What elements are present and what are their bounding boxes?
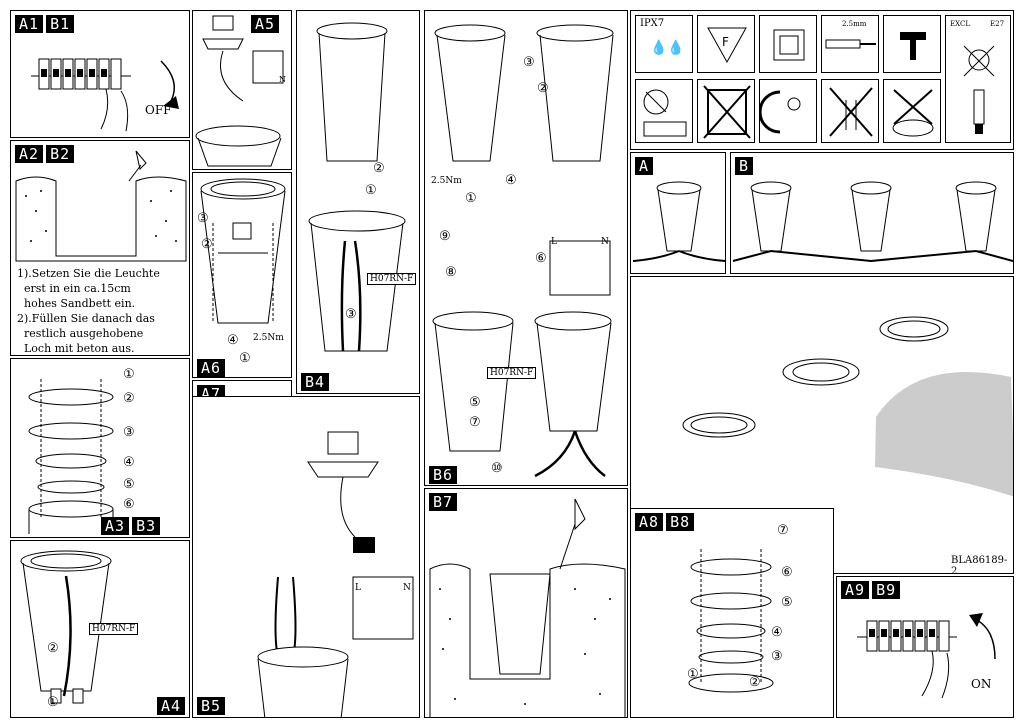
step-tag: A4 <box>157 697 186 715</box>
exploded-lid-illustration <box>28 379 114 534</box>
step-tag: B7 <box>429 493 458 511</box>
step-b6: ③ ② 2.5Nm ④ ① ⑨ ⑧ ⑥ L N H07RN-F ⑤ ⑦ ⑩ B6 <box>424 10 628 486</box>
safety-symbols: IPX7 💧💧 F 2.5mm EXCL E27 <box>630 10 1014 150</box>
on-label: ON <box>971 677 992 691</box>
lamp-wiring-illustration <box>195 15 284 167</box>
document-code: BLA86189-2 <box>951 555 1008 574</box>
step-b7: B7 <box>424 488 628 718</box>
chain-lamps-illustration <box>732 181 1013 263</box>
concrete-fill-illustration <box>429 498 626 717</box>
svg-text:F: F <box>722 35 729 49</box>
step-tag: B <box>735 157 754 175</box>
breaker-on-illustration <box>857 613 996 699</box>
no-covering-icon <box>883 79 941 143</box>
hammer-icon <box>883 15 941 73</box>
lid-assembly-illustration <box>688 549 774 693</box>
dig-hole-illustration <box>15 150 187 262</box>
body-cable-illustration <box>308 22 406 352</box>
step-tag: B5 <box>197 697 226 715</box>
step-tag: A <box>635 157 654 175</box>
no-touch-icon <box>635 79 693 143</box>
layout-a: A <box>630 152 726 274</box>
step-a6: ③ ② ④ 2.5Nm ① A6 <box>192 172 292 378</box>
step-a4: H07RN-F ② ① A4 <box>10 540 190 718</box>
lamp-mount-illustration <box>200 178 286 324</box>
step-tag: A6 <box>197 359 226 377</box>
step-b4: ② ① H07RN-F ③ B4 <box>296 10 420 394</box>
light-direction-icon <box>759 79 817 143</box>
installation-instructions: 1).Setzen Sie die Leuchte erst in ein ca… <box>17 267 160 355</box>
breaker-panel-illustration <box>31 58 179 132</box>
class-ii-icon <box>759 15 817 73</box>
f-mark-icon: F <box>697 15 755 73</box>
step-b5: L N B5 <box>192 396 420 718</box>
cable-type-label: H07RN-F <box>367 273 417 285</box>
cable-type-label: H07RN-F <box>487 367 537 379</box>
torque-label: 2.5Nm <box>431 176 462 186</box>
ground-lamps-illustration <box>682 316 1013 497</box>
torque-label: 2.5Nm <box>253 333 284 343</box>
no-cover-icon <box>697 79 755 143</box>
step-a5: A5 N <box>192 10 292 170</box>
step-tag: B6 <box>429 466 458 484</box>
bulb-type-icon: EXCL E27 <box>945 15 1011 143</box>
layout-b: B <box>730 152 1014 274</box>
cable-type-label: H07RN-F <box>89 623 139 635</box>
step-tag: B4 <box>301 373 330 391</box>
no-cable-pull-icon <box>821 79 879 143</box>
single-lamp-illustration <box>632 181 725 262</box>
wire-strip-icon: 2.5mm <box>821 15 879 73</box>
step-tag: A5 <box>251 15 280 33</box>
off-label: OFF <box>145 103 172 117</box>
wiring-assembly-illustration <box>432 24 614 478</box>
ip-rating-icon: IPX7 💧💧 <box>635 15 693 73</box>
lamp-connect-illustration <box>257 431 414 717</box>
